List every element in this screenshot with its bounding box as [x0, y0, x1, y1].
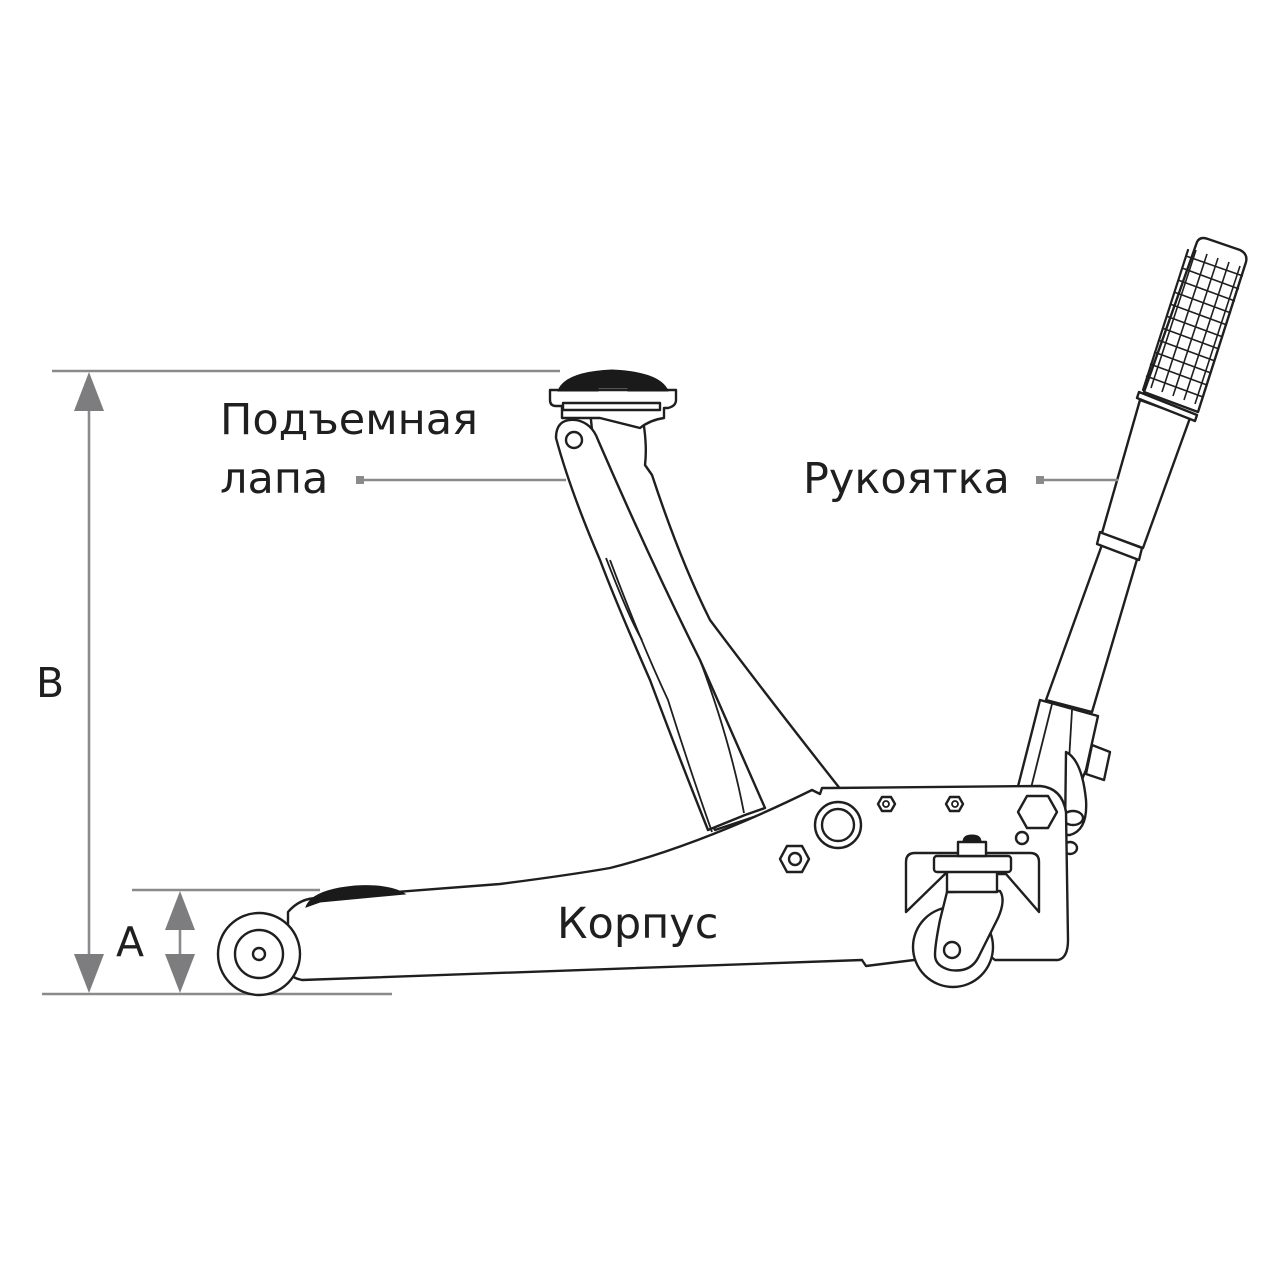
rear-caster: [911, 834, 1013, 989]
label-lift-arm-line1: Подъемная: [220, 395, 478, 445]
dim-a-arrow-up-icon: [165, 891, 195, 930]
label-dimension-b: B: [36, 659, 64, 707]
label-body: Корпус: [557, 899, 718, 949]
dim-a-arrow-down-icon: [165, 954, 195, 993]
dimension-lines: [42, 369, 560, 996]
label-lift-arm-line2: лапа: [220, 454, 328, 504]
handle-grip: [1142, 236, 1248, 414]
dim-b-arrow-down-icon: [74, 954, 104, 993]
lift-arm: [554, 403, 847, 833]
hex-bolt-large: [1016, 794, 1059, 830]
handle: [1010, 236, 1248, 856]
dim-b-arrow-up-icon: [74, 372, 104, 411]
hex-nut-small: [876, 795, 897, 813]
saddle: [548, 369, 678, 430]
leader-lines: [356, 476, 1118, 484]
saddle-rubber-pad: [557, 369, 669, 392]
front-bumper: [305, 885, 407, 908]
pivot-boss-inner: [820, 807, 856, 843]
label-handle: Рукоятка: [803, 454, 1010, 504]
handle-grip-pattern: [1141, 248, 1244, 405]
hex-nut-small: [944, 795, 965, 813]
arm-pivot-hole: [564, 430, 584, 450]
front-wheel: [216, 911, 302, 997]
label-dimension-a: A: [116, 918, 144, 966]
